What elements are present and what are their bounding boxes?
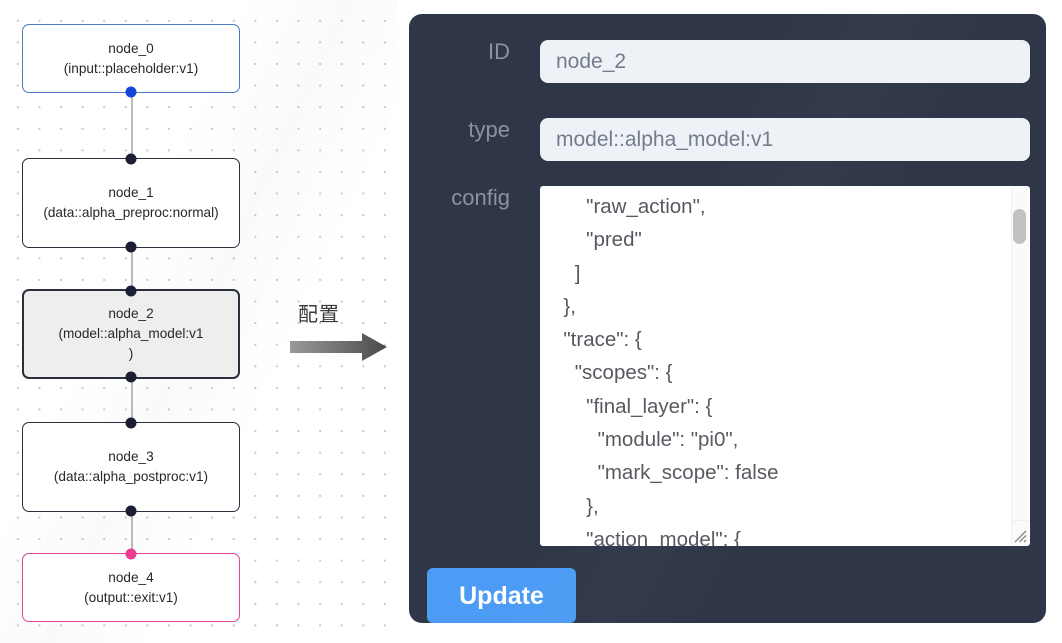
edge-node2-node3 [131,379,133,422]
graph-node-node_3[interactable]: node_3 (data::alpha_postproc:v1) [22,417,240,517]
graph-node-node_4[interactable]: node_4 (output::exit:v1) [22,548,240,622]
type-input[interactable] [540,118,1030,161]
node-handle-bottom[interactable] [125,371,137,383]
node-handle-bottom[interactable] [125,505,137,517]
graph-node-label: node_2 (model::alpha_model:v1 ) [58,306,204,361]
right-arrow-icon [290,333,387,361]
id-field-label: ID [488,39,510,64]
graph-node-label: node_3 (data::alpha_postproc:v1) [53,449,209,484]
node-graph-canvas[interactable]: node_0 (input::placeholder:v1) node_1 (d… [0,0,398,643]
config-scrollbar-track[interactable] [1011,187,1029,521]
transition-label: 配置 [298,302,340,326]
node-handle-bottom[interactable] [125,241,137,253]
field-row-id: ID [409,40,1030,83]
textarea-resize-handle[interactable] [1011,520,1029,545]
edge-node1-node2 [131,248,133,289]
update-button[interactable]: Update [427,568,576,623]
field-row-type: type [409,118,1030,161]
transition-annotation: 配置 [290,298,398,368]
config-field-label: config [451,185,510,210]
graph-node-label: node_0 (input::placeholder:v1) [63,40,199,76]
node-config-panel: ID type config "raw_action", "pred" ] },… [409,14,1046,623]
graph-node-node_0[interactable]: node_0 (input::placeholder:v1) [22,24,240,98]
config-textarea[interactable]: "raw_action", "pred" ] }, "trace": { "sc… [540,186,1030,546]
graph-node-label: node_1 (data::alpha_preproc:normal) [43,185,219,220]
edge-node3-node4 [131,512,133,553]
resize-grip-icon [1014,530,1027,543]
id-input[interactable] [540,40,1030,83]
node-handle-top[interactable] [125,285,137,297]
node-handle-bottom[interactable] [125,86,137,98]
config-scrollbar-thumb[interactable] [1013,209,1026,244]
type-field-label: type [468,117,510,142]
graph-node-node_2[interactable]: node_2 (model::alpha_model:v1 ) [22,285,240,383]
field-row-config: config "raw_action", "pred" ] }, "trace"… [409,186,1030,546]
graph-node-label: node_4 (output::exit:v1) [84,569,178,605]
node-handle-top[interactable] [125,417,137,429]
graph-node-node_1[interactable]: node_1 (data::alpha_preproc:normal) [22,153,240,253]
node-handle-top[interactable] [125,548,137,560]
edge-node0-node1 [131,93,133,158]
node-handle-top[interactable] [125,153,137,165]
